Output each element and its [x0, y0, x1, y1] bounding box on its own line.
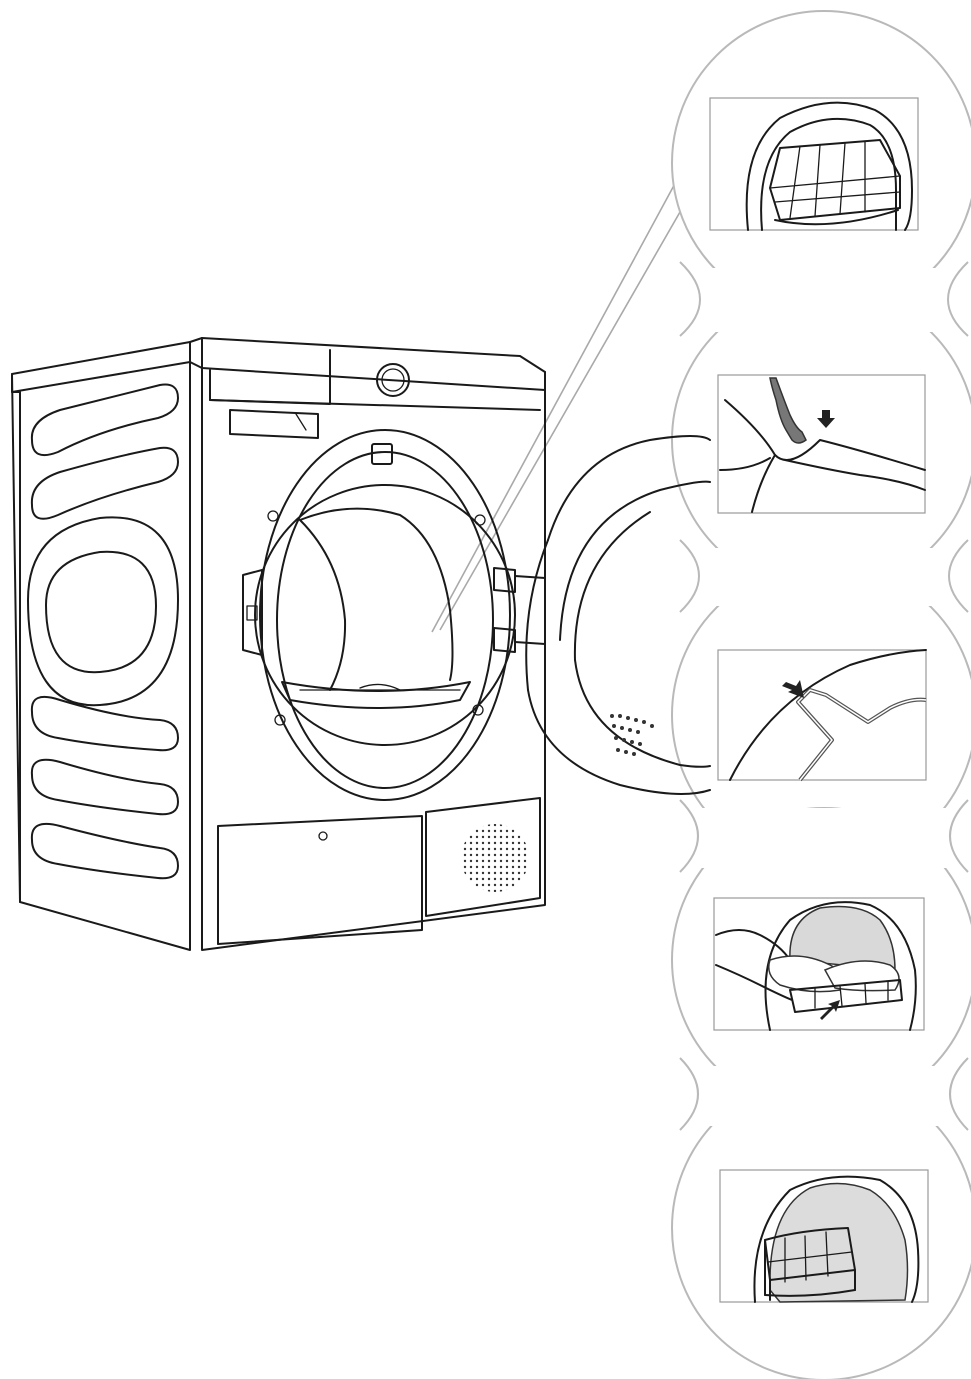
dryer-body — [11, 337, 546, 951]
detail-step-5 — [719, 1169, 929, 1303]
detail-step-1 — [709, 97, 919, 231]
open-door — [525, 435, 711, 795]
vent-grille — [461, 824, 529, 892]
hands-placing-shoes-icon — [715, 901, 917, 1031]
basket-in-drum-icon — [745, 101, 913, 231]
detail-step-4 — [713, 897, 925, 1031]
door-dots — [610, 714, 654, 756]
side-panel-embossing — [27, 383, 179, 880]
basket-with-cover-icon — [753, 1175, 920, 1303]
rim-notch-icon — [729, 649, 927, 782]
detail-step-3 — [717, 649, 927, 782]
detail-step-2 — [717, 374, 926, 514]
drum-edge-hook-icon — [719, 377, 926, 513]
callout-leader-lines — [431, 177, 681, 633]
